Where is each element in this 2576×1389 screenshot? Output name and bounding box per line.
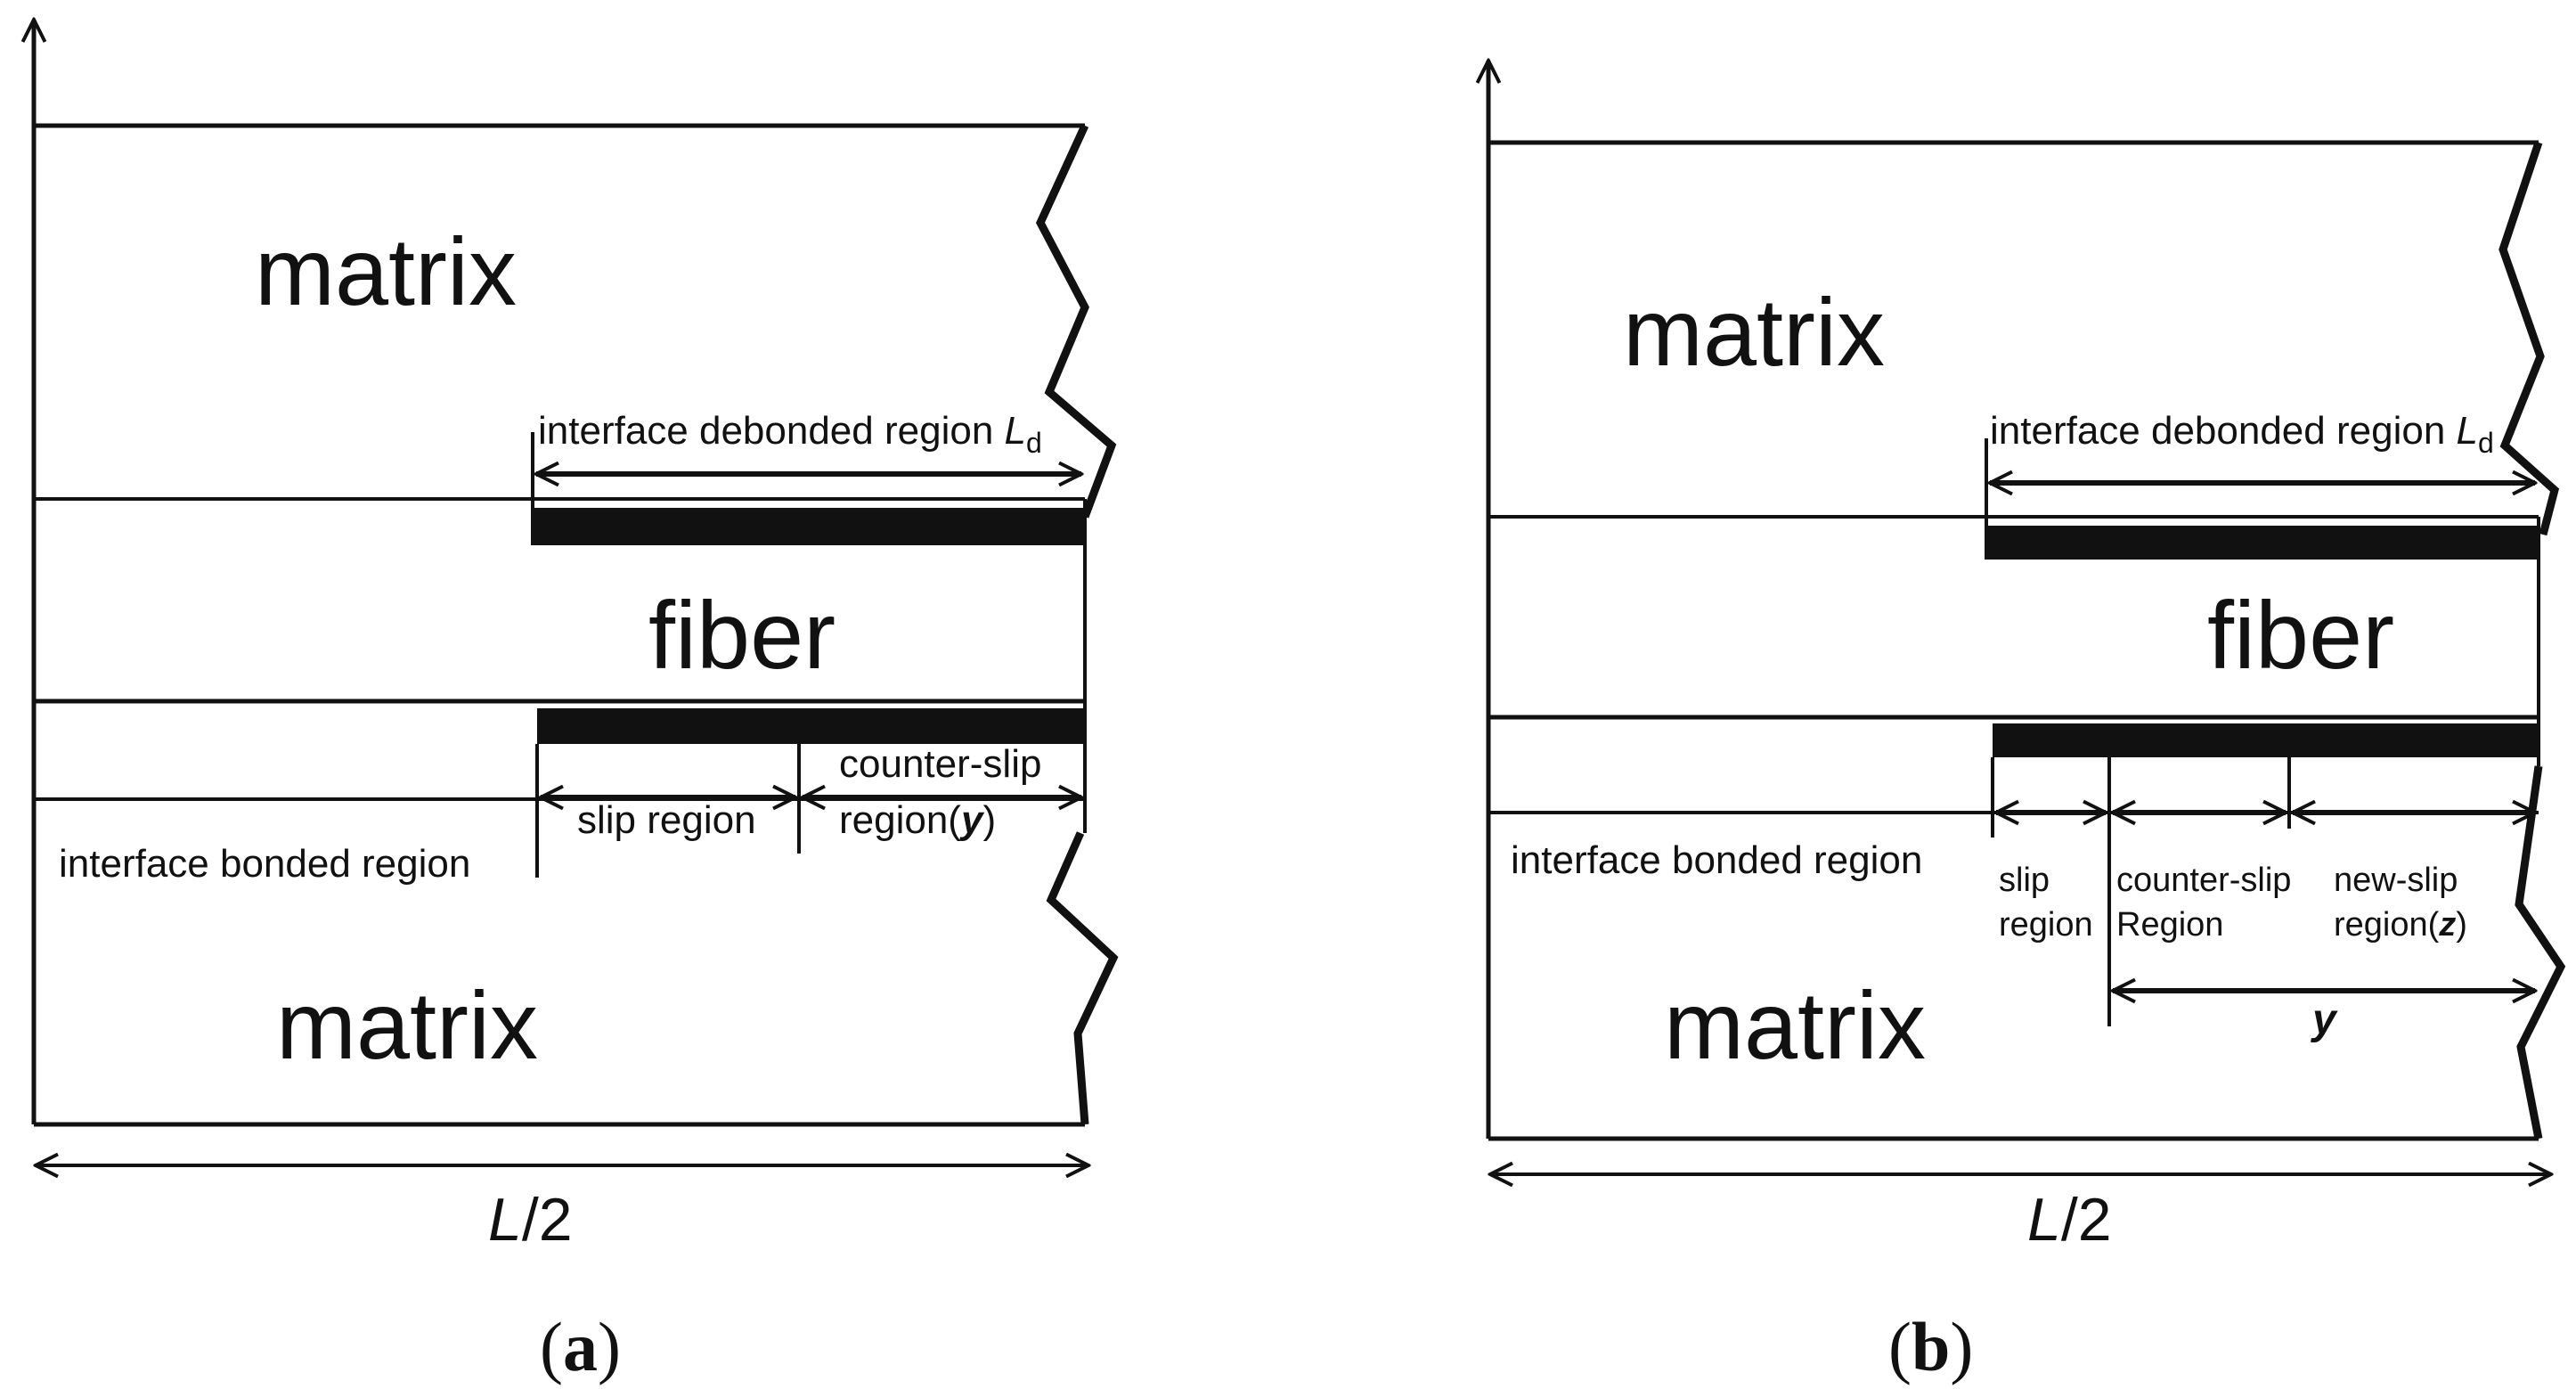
panel-b: matrix fiber matrix interface debonded r… <box>1488 61 2566 1385</box>
panel-b-zigzag-top <box>2499 141 2560 536</box>
panel-b-fiber-label: fiber <box>2207 581 2394 689</box>
panel-b-debonded-bar-bottom <box>1993 723 2539 757</box>
panel-a: matrix fiber matrix interface debonded r… <box>34 20 1119 1385</box>
panel-a-caption: (a) <box>540 1308 621 1385</box>
panel-b-slip-label-line1: slip <box>1999 862 2050 899</box>
panel-a-fiber-label: fiber <box>648 581 836 689</box>
panel-a-counterslip-label-line1: counter-slip <box>839 742 1041 786</box>
panel-a-counterslip-label-line2: region(y) <box>839 798 996 842</box>
panel-a-zigzag-bottom <box>1046 831 1119 1125</box>
panel-b-newslip-label-line1: new-slip <box>2334 862 2458 899</box>
panel-b-matrix-top-label: matrix <box>1623 278 1885 386</box>
panel-b-caption: (b) <box>1888 1308 1973 1385</box>
panel-a-debonded-bar-bottom <box>537 708 1085 744</box>
panel-b-zigzag-bottom <box>2515 765 2566 1140</box>
panel-a-debonded-bar-top <box>533 508 1085 545</box>
panel-a-zigzag-top <box>1035 124 1117 519</box>
panel-b-debonded-bar-top <box>1986 526 2539 560</box>
panel-a-bonded-label: interface bonded region <box>59 842 470 886</box>
panel-b-counterslip-label-line1: counter-slip <box>2116 862 2291 899</box>
panel-b-length-label: L/2 <box>2027 1186 2112 1254</box>
panel-b-y-label: y <box>2311 996 2338 1043</box>
panel-a-debonded-label: interface debonded region Ld <box>538 409 1042 459</box>
panel-b-counterslip-label-line2: Region <box>2116 906 2223 944</box>
panel-a-matrix-bottom-label: matrix <box>276 971 538 1079</box>
panel-b-slip-label-line2: region <box>1999 906 2093 944</box>
panel-a-length-label: L/2 <box>488 1186 573 1254</box>
panel-b-bonded-label: interface bonded region <box>1511 838 1922 882</box>
panel-b-debonded-label: interface debonded region Ld <box>1990 409 2494 459</box>
panel-a-slip-label: slip region <box>577 798 756 842</box>
panel-b-matrix-bottom-label: matrix <box>1664 971 1926 1079</box>
panel-a-matrix-top-label: matrix <box>255 217 517 325</box>
panel-b-newslip-label-line2: region(z) <box>2334 906 2467 944</box>
